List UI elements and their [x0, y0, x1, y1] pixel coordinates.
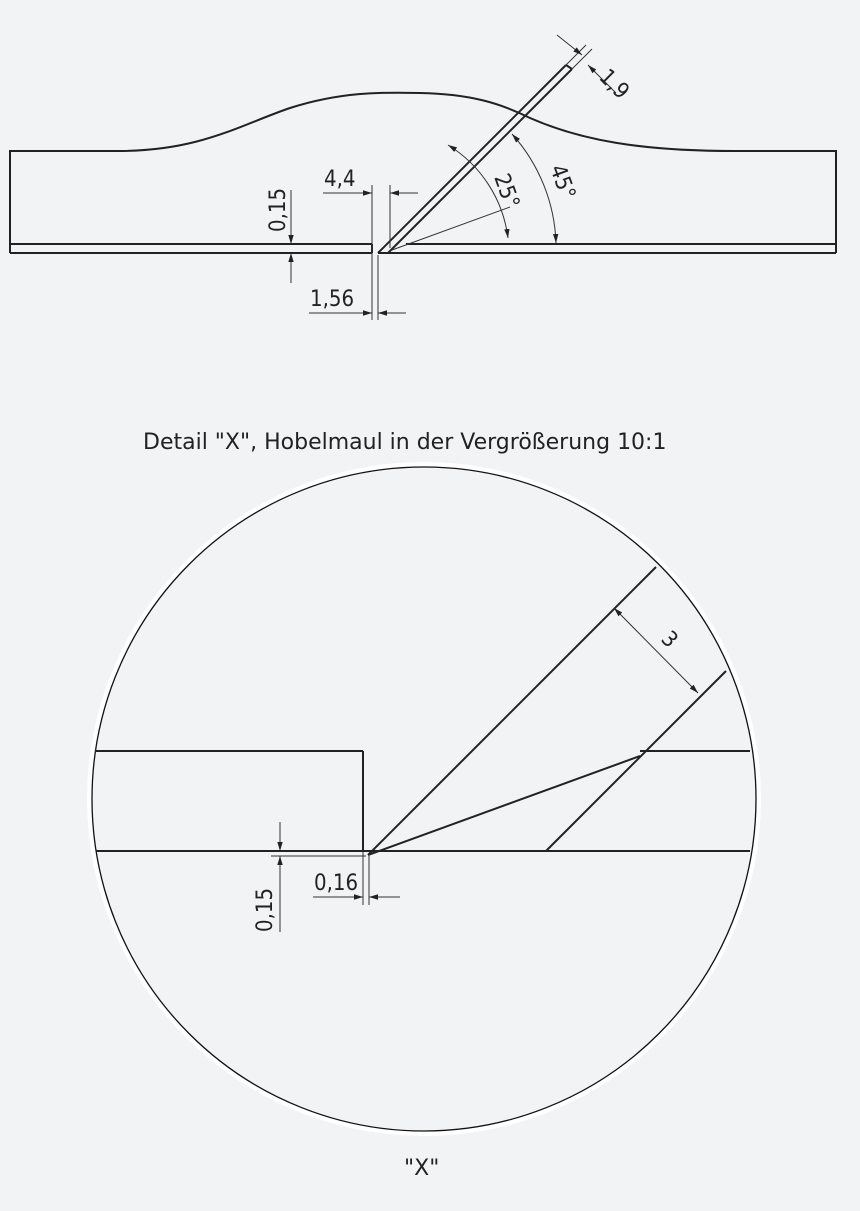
dim-arrow [556, 34, 583, 56]
blade-front-edge [545, 670, 727, 852]
blade-front-edge [387, 68, 573, 254]
dim-gap-detail: 0,16 [314, 871, 358, 896]
plane-body-outline [9, 91, 837, 253]
detail-title: Detail "X", Hobelmaul in der Vergrößerun… [143, 430, 666, 455]
dim-gap: 1,56 [310, 287, 354, 312]
blade-top-end [565, 64, 573, 70]
plane-side-view: 1,9 25° 45° 4,4 1,56 0,15 [9, 34, 837, 320]
blade-back-edge [367, 566, 657, 856]
angle-arc-45 [511, 133, 559, 244]
dim-mouth-width: 4,4 [324, 167, 355, 192]
dim-arrow [613, 607, 699, 694]
dim-blade-thickness: 1,9 [594, 65, 634, 105]
detail-label: "X" [404, 1156, 439, 1181]
ext-line [571, 48, 593, 70]
detail-view: 3 0,15 0,16 [87, 462, 761, 1136]
dim-bed-angle: 45° [544, 162, 579, 204]
bevel-line [367, 755, 641, 856]
ext-line [565, 44, 587, 66]
dim-bevel-angle: 25° [488, 171, 523, 213]
dim-sole-thickness-detail: 0,15 [253, 888, 278, 932]
angle-arc-25 [447, 144, 510, 239]
dim-sole-thickness: 0,15 [266, 188, 291, 232]
dim-arrow [587, 64, 617, 94]
